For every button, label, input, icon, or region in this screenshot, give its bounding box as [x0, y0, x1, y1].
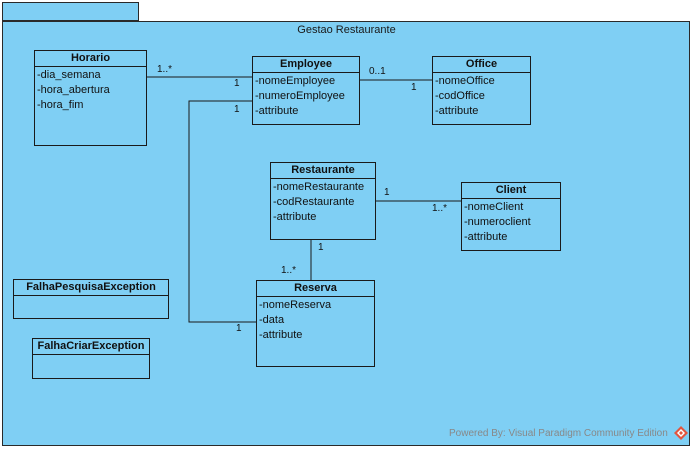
multiplicity-label: 0..1 [369, 66, 386, 77]
multiplicity-label: 1..* [157, 64, 173, 75]
attribute: -attribute [273, 211, 317, 223]
attribute: -nomeOffice [435, 75, 495, 87]
class-name: Reserva [257, 281, 374, 297]
multiplicity-label: 1..* [432, 203, 448, 214]
class-client[interactable]: Client -nomeClient -numeroclient -attrib… [461, 182, 561, 251]
class-employee[interactable]: Employee -nomeEmployee -numeroEmployee -… [252, 56, 360, 125]
attribute: -dia_semana [37, 69, 101, 81]
class-name: Employee [253, 57, 359, 73]
attribute: -hora_abertura [37, 84, 110, 96]
class-horario[interactable]: Horario -dia_semana -hora_abertura -hora… [34, 50, 147, 146]
class-name: FalhaPesquisaException [14, 280, 168, 296]
class-falha-criar-exception[interactable]: FalhaCriarException [32, 338, 150, 379]
package-tab [2, 2, 139, 21]
attribute: -attribute [435, 105, 479, 117]
multiplicity-label: 1..* [281, 265, 297, 276]
attribute: -hora_fim [37, 99, 84, 111]
multiplicity-label: 1 [236, 323, 242, 334]
class-restaurante[interactable]: Restaurante -nomeRestaurante -codRestaur… [270, 162, 376, 240]
attribute: -attribute [255, 105, 299, 117]
attribute: -numeroEmployee [255, 90, 345, 102]
attribute: -nomeReserva [259, 299, 332, 311]
visual-paradigm-logo-icon [674, 426, 688, 440]
attribute: -nomeEmployee [255, 75, 336, 87]
class-name: FalhaCriarException [33, 339, 149, 355]
attribute: -data [259, 314, 285, 326]
class-office[interactable]: Office -nomeOffice -codOffice -attribute [432, 56, 531, 125]
attribute: -nomeRestaurante [273, 181, 365, 193]
attribute: -numeroclient [464, 216, 531, 228]
assoc-employee-reserva [188, 100, 256, 323]
attribute: -nomeClient [464, 201, 524, 213]
multiplicity-label: 1 [411, 82, 417, 93]
multiplicity-label: 1 [234, 78, 240, 89]
attribute: -codRestaurante [273, 196, 355, 208]
class-name: Client [462, 183, 560, 199]
attribute: -attribute [464, 231, 508, 243]
class-name: Office [433, 57, 530, 73]
multiplicity-label: 1 [234, 104, 240, 115]
class-name: Restaurante [271, 163, 375, 179]
class-reserva[interactable]: Reserva -nomeReserva -data -attribute [256, 280, 375, 367]
multiplicity-label: 1 [318, 242, 324, 253]
attribute: -codOffice [435, 90, 485, 102]
attribute: -attribute [259, 329, 303, 341]
class-falha-pesquisa-exception[interactable]: FalhaPesquisaException [13, 279, 169, 319]
package-title: Gestao Restaurante [297, 24, 396, 36]
multiplicity-label: 1 [384, 187, 390, 198]
class-name: Horario [35, 51, 146, 67]
powered-by-text: Powered By: Visual Paradigm Community Ed… [449, 428, 668, 439]
